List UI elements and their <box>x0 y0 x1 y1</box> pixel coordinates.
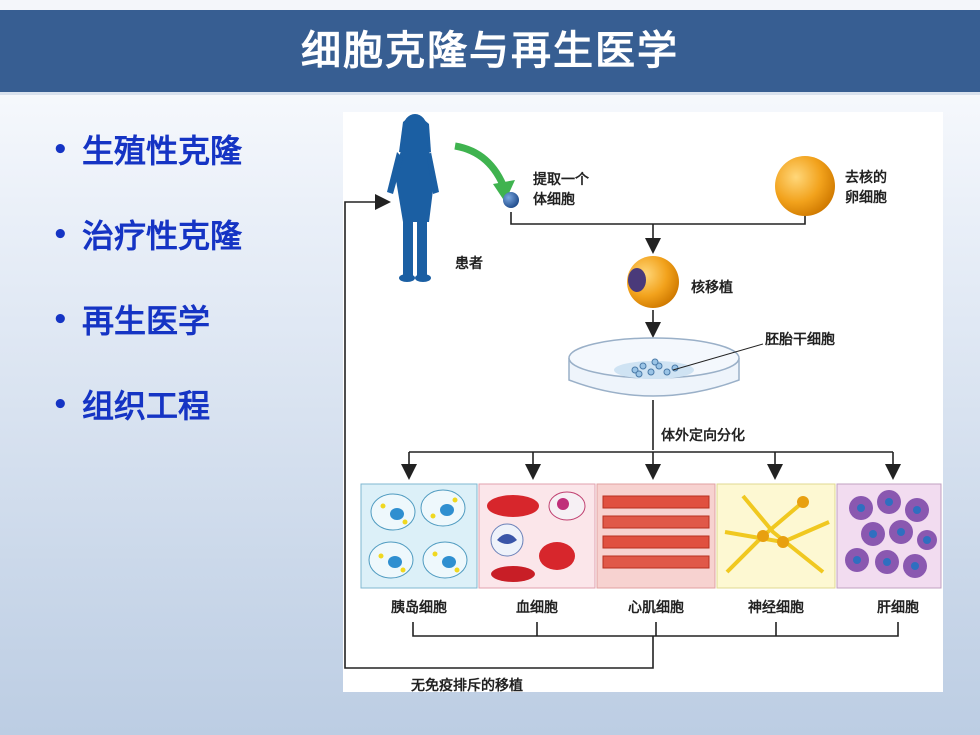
bullet-item: • 治疗性克隆 <box>52 211 242 296</box>
bullet-text: 再生医学 <box>82 302 211 340</box>
blood-cells-image <box>478 483 596 589</box>
nuclear-transfer-label: 核移植 <box>691 279 733 296</box>
bullet-item: • 生殖性克隆 <box>52 126 242 211</box>
cell-label-neuron: 神经细胞 <box>748 599 804 616</box>
enucleated-egg-icon <box>775 156 835 216</box>
petri-dish-icon <box>568 337 740 397</box>
extract-label-line2: 体细胞 <box>533 191 575 208</box>
bullet-dot-icon: • <box>52 305 69 335</box>
neuron-cells-image <box>716 483 836 589</box>
cell-label-liver: 肝细胞 <box>877 599 919 616</box>
cell-label-cardiac: 心肌细胞 <box>628 599 684 616</box>
extract-arrowhead-icon <box>493 180 515 202</box>
embryonic-stem-cells-label: 胚胎干细胞 <box>765 331 835 348</box>
nucleus-icon <box>628 268 646 292</box>
bullet-dot-icon: • <box>52 390 69 420</box>
differentiation-label: 体外定向分化 <box>661 427 745 444</box>
liver-cells-image <box>836 483 942 589</box>
cell-label-blood: 血细胞 <box>516 599 558 616</box>
title-banner: 细胞克隆与再生医学 <box>0 10 980 95</box>
diagram-canvas: 患者 提取一个 体细胞 去核的 卵细胞 核移植 胚胎干细胞 体外定向分化 <box>344 114 942 694</box>
patient-label: 患者 <box>455 255 483 272</box>
patient-silhouette-icon <box>387 114 439 282</box>
cell-label-islet: 胰岛细胞 <box>391 599 447 616</box>
islet-cells-image <box>360 483 478 589</box>
transplant-feedback-arrow <box>344 194 654 669</box>
page-title: 细胞克隆与再生医学 <box>301 28 679 74</box>
bullet-dot-icon: • <box>52 135 69 165</box>
bullet-text: 生殖性克隆 <box>82 132 243 170</box>
extract-label-line1: 提取一个 <box>533 171 590 188</box>
transplant-label: 无免疫排斥的移植 <box>410 677 523 692</box>
cardiac-cells-image <box>596 483 716 589</box>
top-strip <box>0 0 980 10</box>
bullet-item: • 组织工程 <box>52 381 242 466</box>
stem-cell-pointer <box>672 343 764 371</box>
cloning-diagram: 患者 提取一个 体细胞 去核的 卵细胞 核移植 胚胎干细胞 体外定向分化 <box>343 112 943 694</box>
enucleated-label-line2: 卵细胞 <box>845 189 887 206</box>
bullet-dot-icon: • <box>52 220 69 250</box>
somatic-cell-icon <box>503 192 519 208</box>
enucleated-label-line1: 去核的 <box>845 169 887 186</box>
bullet-text: 组织工程 <box>82 387 211 425</box>
bullet-list: • 生殖性克隆 • 治疗性克隆 • 再生医学 • 组织工程 <box>52 126 242 466</box>
merge-bracket <box>510 212 806 225</box>
bullet-item: • 再生医学 <box>52 296 242 381</box>
bullet-text: 治疗性克隆 <box>82 217 243 255</box>
